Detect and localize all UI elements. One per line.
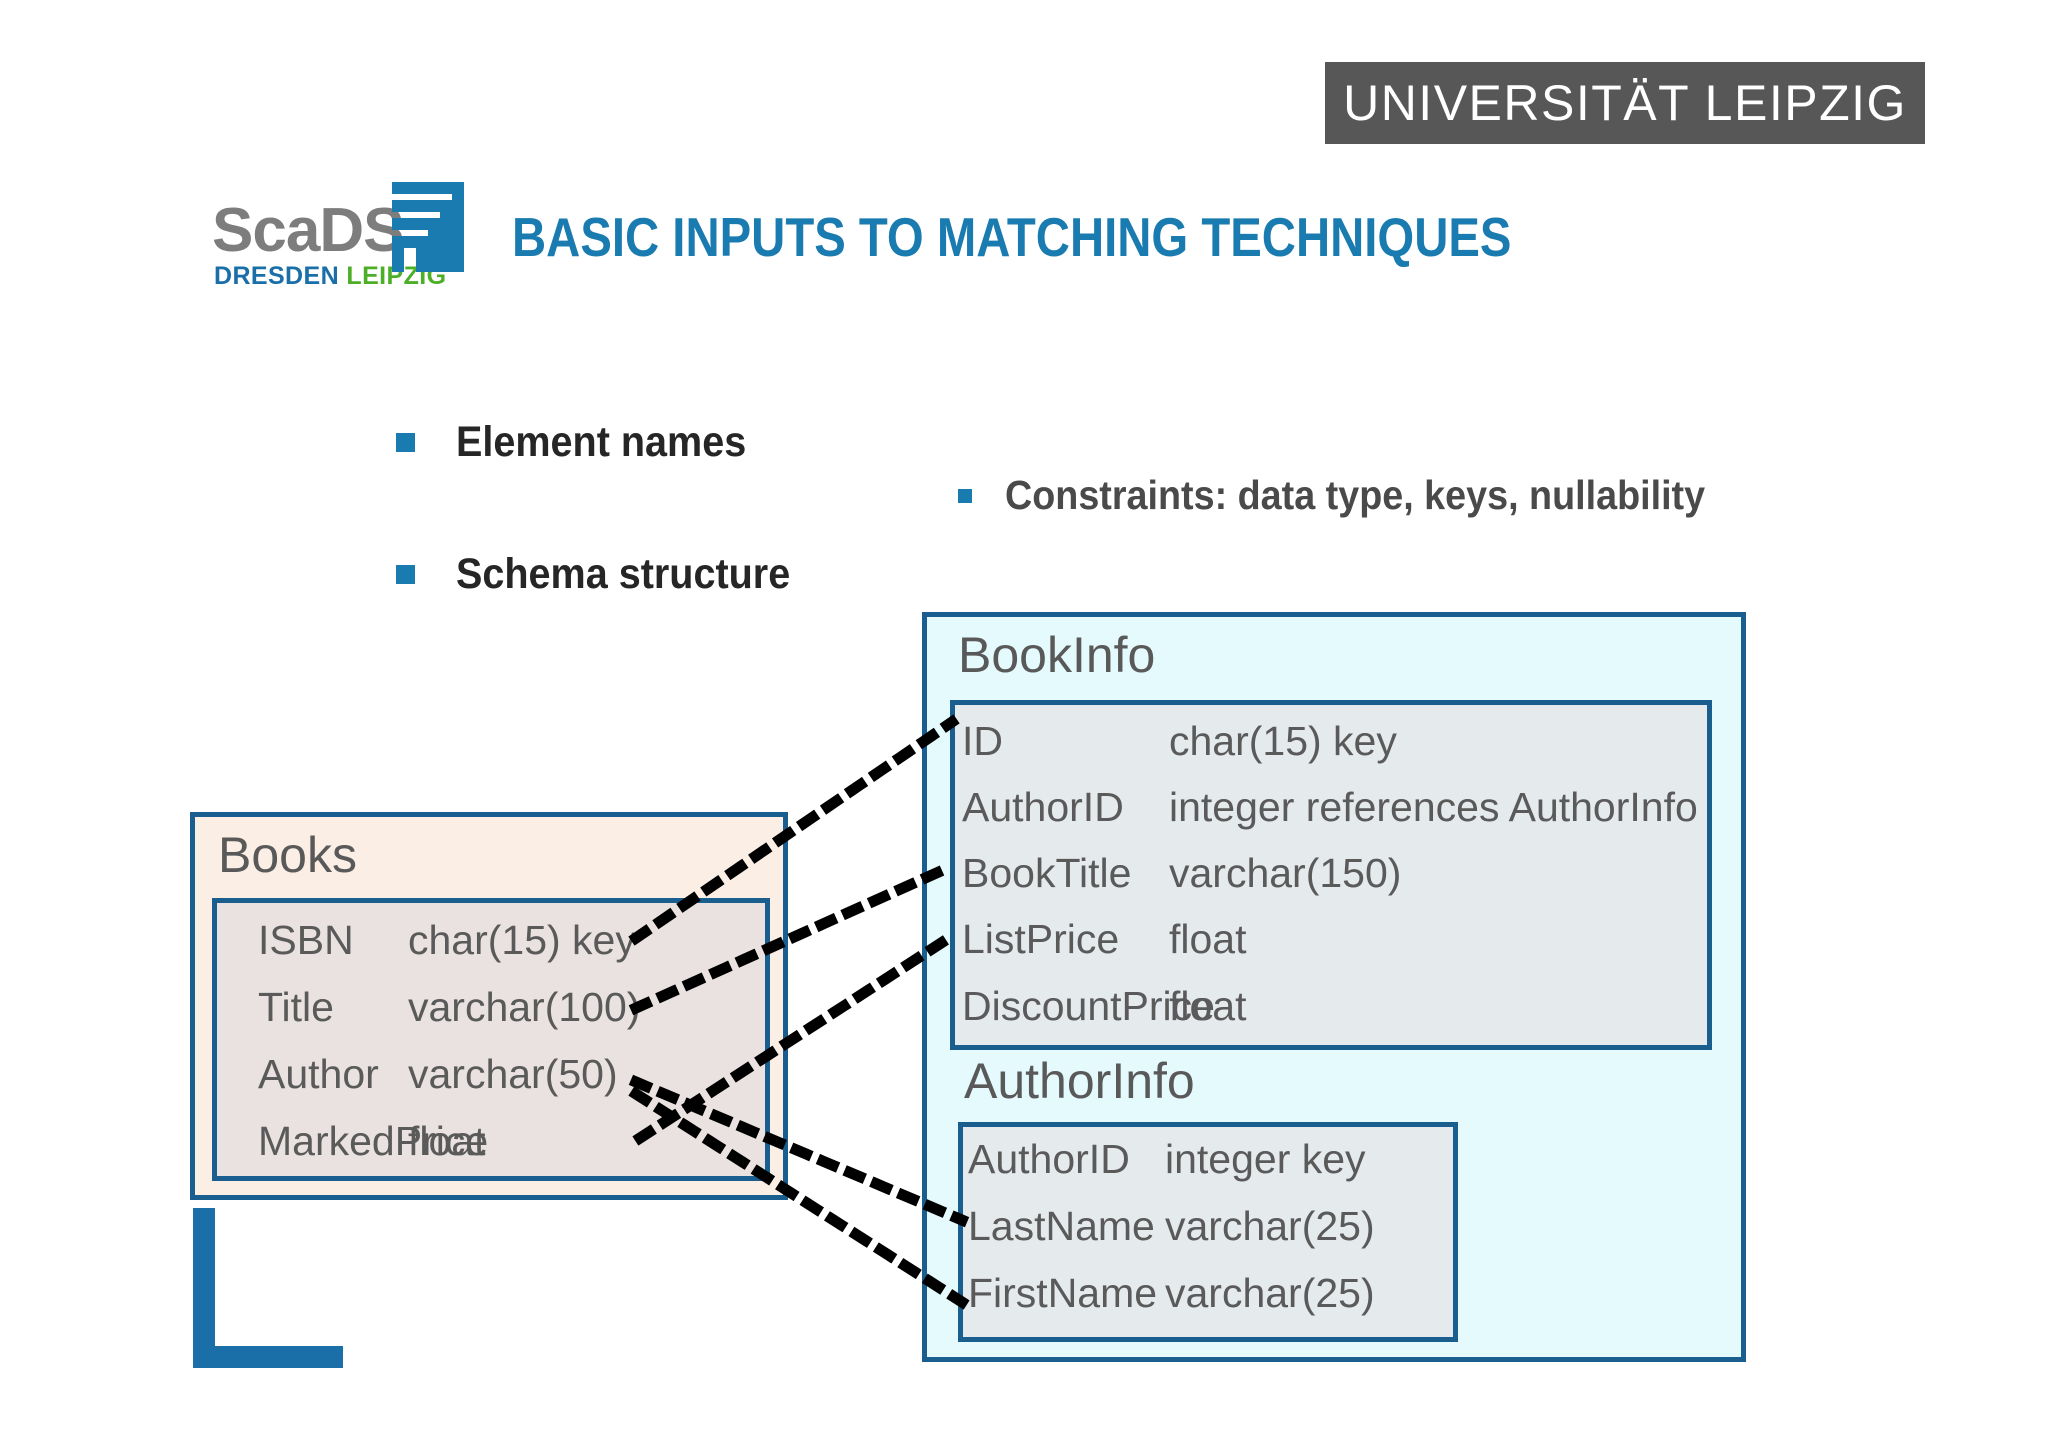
field-name: BookTitle	[962, 850, 1132, 896]
schema-title-authorinfo: AuthorInfo	[964, 1053, 1195, 1109]
field-type: char(15) key	[408, 917, 636, 963]
bullet-constraints: Constraints: data type, keys, nullabilit…	[958, 472, 1766, 519]
field-name: MarkedPrice	[258, 1118, 489, 1164]
field-type: integer references AuthorInfo	[1169, 784, 1698, 830]
bullet-label: Element names	[456, 418, 747, 466]
field-name: DiscountPrice	[962, 983, 1215, 1029]
field-name: FirstName	[968, 1270, 1158, 1316]
field-type: char(15) key	[1169, 718, 1397, 764]
bullet-square-icon	[958, 488, 972, 503]
field-type: varchar(50)	[408, 1051, 618, 1097]
page-title: BASIC INPUTS TO MATCHING TECHNIQUES	[512, 206, 1512, 268]
bullet-square-icon	[396, 433, 415, 452]
field-type: float	[1169, 983, 1247, 1029]
field-type: varchar(25)	[1165, 1270, 1375, 1316]
field-type: float	[1169, 916, 1247, 962]
field-row: ListPrice float	[962, 916, 1247, 963]
field-type: varchar(25)	[1165, 1203, 1375, 1249]
field-row: FirstName varchar(25)	[968, 1270, 1375, 1317]
field-name: ListPrice	[962, 916, 1120, 962]
field-name: AuthorID	[968, 1136, 1130, 1182]
field-name: ISBN	[258, 917, 354, 963]
field-row: AuthorID integer key	[968, 1136, 1366, 1183]
bullet-schema-structure: Schema structure	[396, 550, 819, 599]
schema-fields-authorinfo	[958, 1122, 1458, 1342]
field-row: DiscountPrice float	[962, 983, 1247, 1030]
scads-logo: ScaDS DRESDEN LEIPZIG	[212, 182, 464, 293]
schema-title-books: Books	[218, 827, 357, 883]
university-leipzig-logo: UNIVERSITÄT LEIPZIG	[1325, 62, 1925, 144]
field-row: BookTitle varchar(150)	[962, 850, 1401, 897]
university-leipzig-logo-text: UNIVERSITÄT LEIPZIG	[1343, 75, 1907, 131]
bullet-label: Constraints: data type, keys, nullabilit…	[1005, 472, 1706, 518]
scads-subtitle-dresden: DRESDEN	[214, 262, 340, 290]
field-type: integer key	[1165, 1136, 1366, 1182]
field-name: LastName	[968, 1203, 1155, 1249]
bullet-element-names: Element names	[396, 418, 771, 467]
field-row: AuthorID integer references AuthorInfo	[962, 784, 1698, 831]
field-row: Title varchar(100)	[258, 984, 640, 1031]
field-type: float	[408, 1118, 486, 1164]
field-row: ISBN char(15) key	[258, 917, 636, 964]
field-name: Author	[258, 1051, 379, 1097]
scads-bracket-icon	[392, 182, 464, 272]
bullet-label: Schema structure	[456, 550, 791, 598]
field-type: varchar(150)	[1169, 850, 1402, 896]
schema-title-bookinfo: BookInfo	[958, 627, 1156, 683]
field-name: AuthorID	[962, 784, 1124, 830]
bullet-square-icon	[396, 565, 415, 584]
schema-fields-bookinfo	[950, 700, 1712, 1050]
decorative-corner-shape	[193, 1208, 343, 1368]
field-name: Title	[258, 984, 334, 1030]
field-row: LastName varchar(25)	[968, 1203, 1375, 1250]
field-row: ID char(15) key	[962, 718, 1397, 765]
scads-wordmark: ScaDS	[212, 196, 404, 265]
field-name: ID	[962, 718, 1003, 764]
field-row: MarkedPrice float	[258, 1118, 489, 1165]
field-row: Author varchar(50)	[258, 1051, 618, 1098]
field-type: varchar(100)	[408, 984, 641, 1030]
